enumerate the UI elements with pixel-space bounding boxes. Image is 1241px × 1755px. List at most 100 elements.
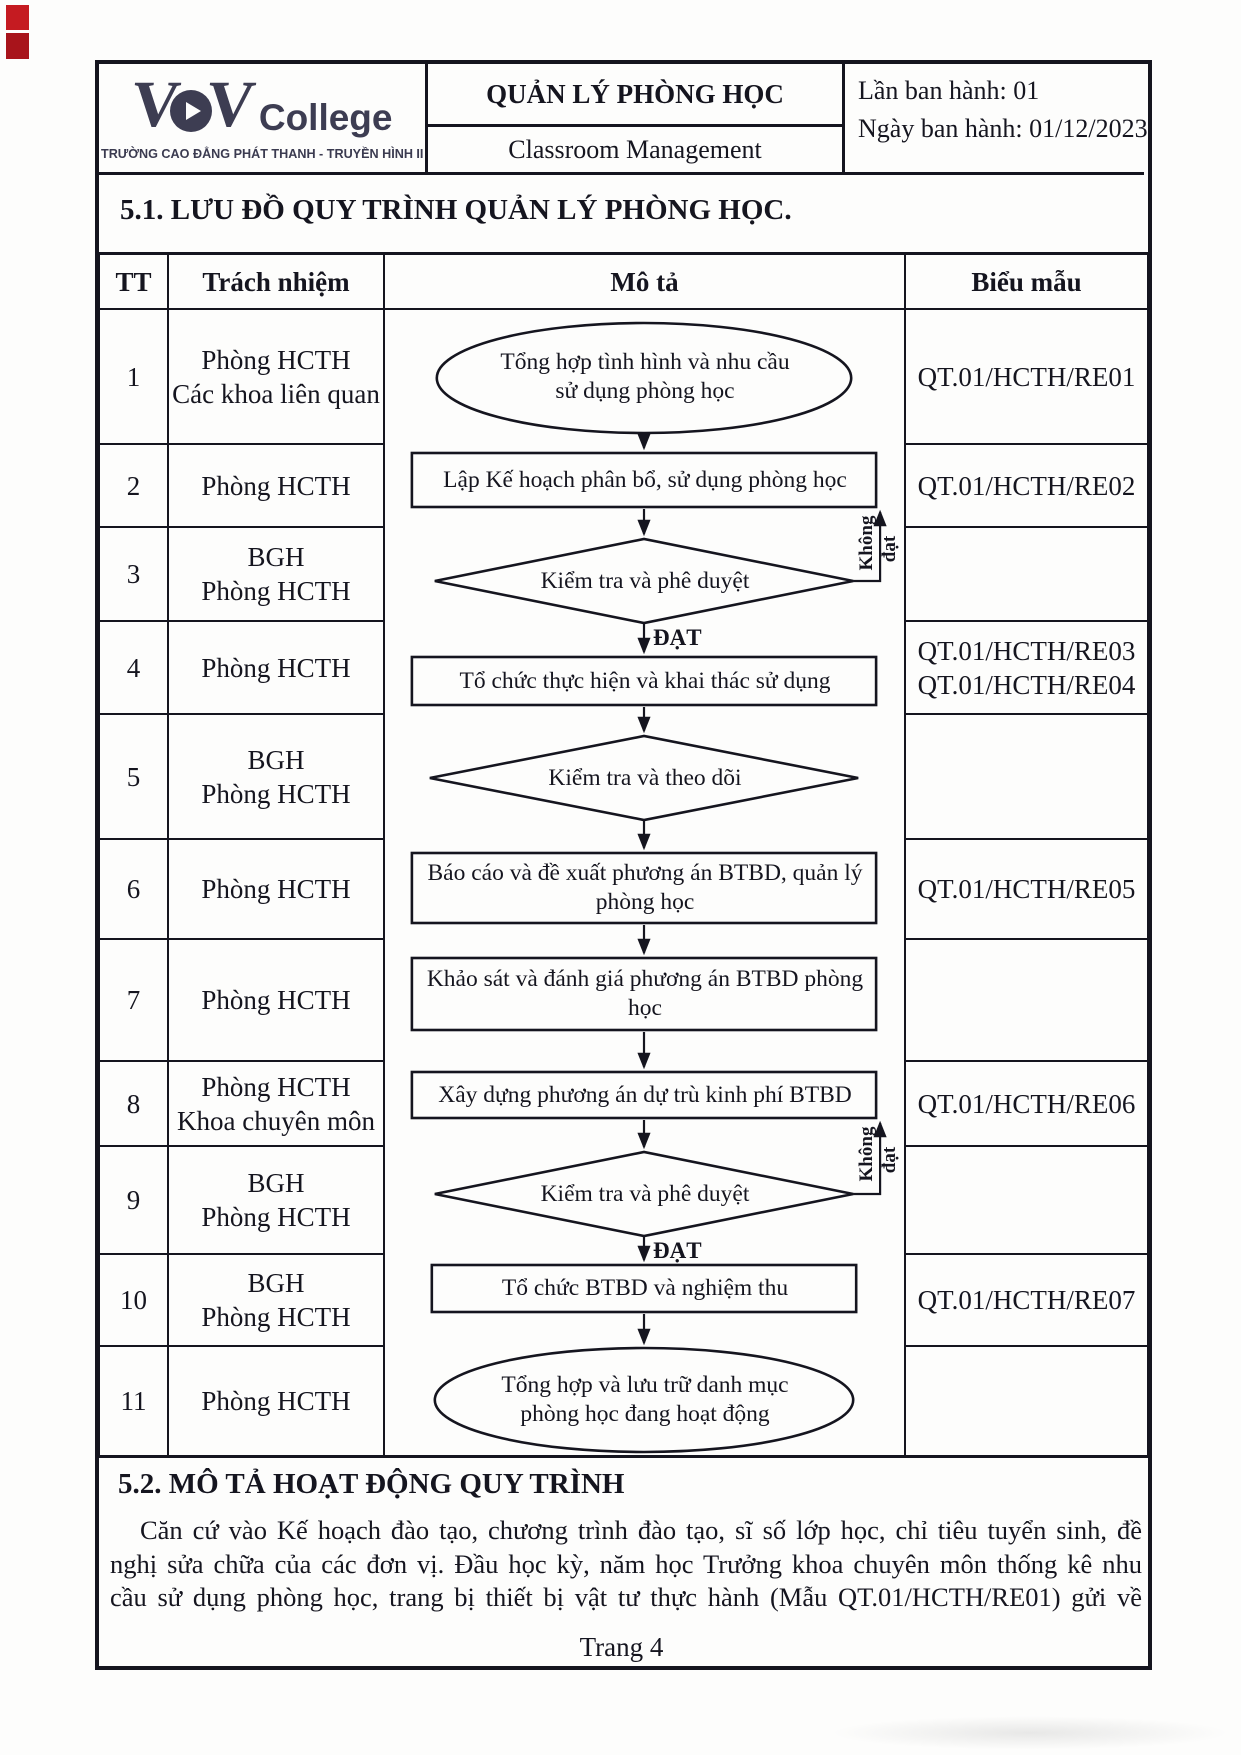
row-tt: 4	[100, 622, 169, 715]
form-code: QT.01/HCTH/RE05	[917, 874, 1136, 904]
flow-step-8: Xây dựng phương án dự trù kinh phí BTBD	[412, 1072, 878, 1118]
responsibility-line: BGH	[247, 542, 305, 572]
col-header-description: Mô tả	[385, 255, 906, 310]
flow-step-9: Kiểm tra và phê duyệt	[445, 1180, 845, 1209]
form-code: QT.01/HCTH/RE06	[917, 1088, 1136, 1119]
row-form: QT.01/HCTH/RE01	[906, 310, 1147, 445]
responsibility-line: Phòng HCTH	[201, 1386, 351, 1416]
responsibility-line: Phòng HCTH	[201, 652, 351, 683]
row-tt: 1	[100, 310, 169, 445]
flow-step-11: Tổng hợp và lưu trữ danh mục phòng học đ…	[440, 1371, 850, 1429]
flowchart-shapes	[410, 321, 887, 1454]
flow-step-10: Tổ chức BTBD và nghiệm thu	[432, 1265, 858, 1312]
row-form: QT.01/HCTH/RE06	[906, 1062, 1147, 1147]
row-tt: 6	[100, 840, 169, 940]
flow-step-7: Khảo sát và đánh giá phương án BTBD phòn…	[412, 958, 878, 1030]
row-tt: 5	[100, 715, 169, 840]
scan-red-mark-bottom	[6, 33, 29, 59]
page-number: Trang 4	[579, 1632, 664, 1662]
row-responsibility: Phòng HCTH	[169, 840, 385, 940]
responsibility-line: Phòng HCTH	[201, 985, 351, 1015]
flow-step-text: Tổng hợp tình hình và nhu cầu	[500, 349, 790, 375]
responsibility-line: Phòng HCTH	[201, 344, 351, 375]
paragraph-line: nghị sửa chữa của các đơn vị. Đầu học kỳ…	[110, 1548, 1142, 1579]
row-responsibility: Phòng HCTH Các khoa liên quan	[169, 310, 385, 445]
logo-subtitle: TRƯỜNG CAO ĐẲNG PHÁT THANH - TRUYỀN HÌNH…	[100, 145, 424, 161]
row-form	[906, 940, 1147, 1062]
process-rect-step8	[410, 1070, 878, 1120]
row-form	[906, 1147, 1147, 1255]
responsibility-line: Phòng HCTH	[201, 778, 351, 809]
flow-step-5: Kiểm tra và theo dõi	[445, 764, 845, 793]
fail-label-step3-word2: đạt	[879, 535, 900, 563]
paragraph-line: cầu sử dụng phòng học, trang bị thiết bị…	[110, 1582, 1142, 1612]
logo-college-text: College	[258, 96, 393, 138]
flow-step-text: Tổ chức BTBD và nghiệm thu	[501, 1275, 789, 1301]
scan-smudge	[830, 1716, 1230, 1750]
header-bottom-border	[97, 172, 1144, 175]
flow-step-text: sử dụng phòng học	[555, 378, 735, 404]
row-form	[906, 715, 1147, 840]
form-code: QT.01/HCTH/RE04	[917, 669, 1136, 700]
flow-step-2: Lập Kế hoạch phân bổ, sử dụng phòng học	[412, 453, 878, 507]
logo-wordmark: V V College	[128, 68, 393, 141]
process-rect-step7	[410, 956, 878, 1032]
form-code: QT.01/HCTH/RE02	[917, 470, 1136, 501]
responsibility-line: Phòng HCTH	[201, 874, 351, 904]
row-responsibility: Phòng HCTH	[169, 1347, 385, 1455]
row-responsibility: Phòng HCTH	[169, 445, 385, 528]
header-title-divider	[425, 124, 845, 127]
document-title-en: Classroom Management	[508, 134, 762, 164]
section-51-title: 5.1. LƯU ĐỒ QUY TRÌNH QUẢN LÝ PHÒNG HỌC.	[120, 194, 792, 226]
fail-label-step9-word1: Không	[856, 1126, 877, 1182]
fail-label-step9-word2: đạt	[879, 1146, 900, 1174]
process-rect-step2	[410, 451, 878, 509]
section-52-title: 5.2. MÔ TẢ HOẠT ĐỘNG QUY TRÌNH	[118, 1468, 625, 1500]
section-52-paragraph: Căn cứ vào Kế hoạch đào tạo, chương trìn…	[110, 1514, 1142, 1615]
issue-info: Lần ban hành: 01 Ngày ban hành: 01/12/20…	[858, 72, 1148, 148]
flow-step-text: Kiểm tra và phê duyệt	[540, 1181, 750, 1207]
row-responsibility: Phòng HCTH	[169, 940, 385, 1062]
flow-step-text: Xây dựng phương án dự trù kinh phí BTBD	[438, 1081, 852, 1108]
row-tt: 7	[100, 940, 169, 1062]
header-divider-logo	[425, 64, 428, 172]
row-responsibility: BGH Phòng HCTH	[169, 1147, 385, 1255]
responsibility-line: BGH	[247, 1268, 305, 1298]
fail-label-step3-word1: Không	[856, 515, 877, 571]
flow-step-text: Tổng hợp và lưu trữ danh mục	[501, 1372, 789, 1398]
flowchart: Tổng hợp tình hình và nhu cầu sử dụng ph…	[385, 310, 906, 1455]
issue-date: Ngày ban hành: 01/12/2023	[858, 114, 1148, 143]
play-icon	[185, 101, 201, 120]
flow-step-3: Kiểm tra và phê duyệt	[445, 567, 845, 596]
row-tt: 10	[100, 1255, 169, 1347]
document-title-vi: QUẢN LÝ PHÒNG HỌC	[486, 78, 784, 109]
feedback-arrow-step9	[853, 1120, 887, 1196]
form-code: QT.01/HCTH/RE01	[917, 361, 1136, 392]
scan-red-mark-top	[6, 5, 29, 30]
row-tt: 2	[100, 445, 169, 528]
row-responsibility: Phòng HCTH Khoa chuyên môn	[169, 1062, 385, 1147]
responsibility-line: Phòng HCTH	[201, 1202, 351, 1232]
row-form	[906, 1347, 1147, 1455]
row-responsibility: BGH Phòng HCTH	[169, 1255, 385, 1347]
flow-step-text: học	[628, 995, 662, 1021]
flow-step-1: Tổng hợp tình hình và nhu cầu sử dụng ph…	[435, 348, 855, 406]
row-tt: 8	[100, 1062, 169, 1147]
responsibility-line: Khoa chuyên môn	[177, 1105, 375, 1136]
flow-step-text: Tổ chức thực hiện và khai thác sử dụng	[459, 667, 831, 694]
flow-step-6: Báo cáo và đề xuất phương án BTBD, quản …	[412, 853, 878, 923]
process-rect-step10	[430, 1263, 858, 1314]
row-form: QT.01/HCTH/RE02	[906, 445, 1147, 528]
row-form: QT.01/HCTH/RE07	[906, 1255, 1147, 1347]
flow-step-text: Khảo sát và đánh giá phương án BTBD phòn…	[426, 966, 864, 992]
pass-label-step3: ĐẠT	[653, 625, 702, 650]
paragraph-line: Căn cứ vào Kế hoạch đào tạo, chương trìn…	[140, 1515, 1142, 1545]
play-circle-icon	[170, 89, 213, 132]
row-form: QT.01/HCTH/RE05	[906, 840, 1147, 940]
responsibility-line: BGH	[247, 744, 305, 775]
flow-step-text: phòng học	[595, 889, 695, 915]
responsibility-line: BGH	[247, 1168, 305, 1198]
row-responsibility: BGH Phòng HCTH	[169, 715, 385, 840]
flow-step-4: Tổ chức thực hiện và khai thác sử dụng	[412, 657, 878, 705]
